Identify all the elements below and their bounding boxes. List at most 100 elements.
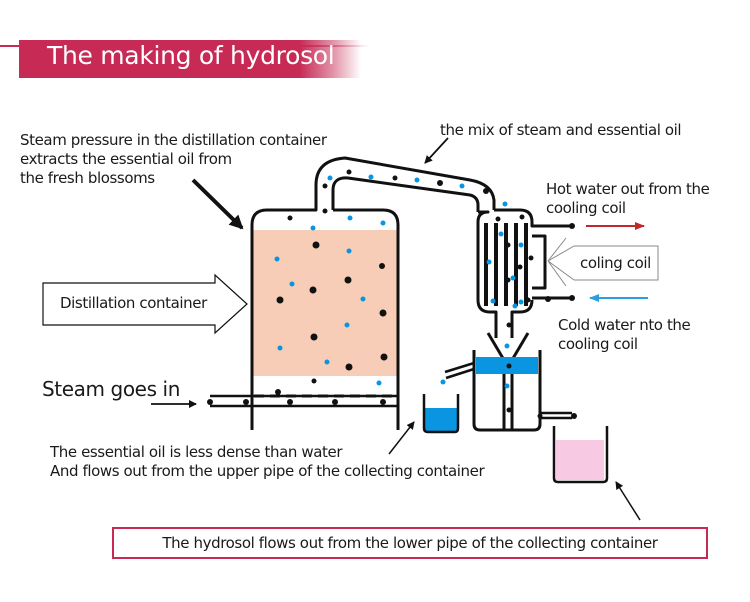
oil-particle [274, 256, 280, 262]
steam-pressure-line-1: Steam pressure in the distillation conta… [20, 131, 327, 149]
steam-particle [517, 264, 523, 270]
hot-water-label: Hot water out from the cooling coil [546, 180, 710, 218]
cooling-coil-label: coling coil [580, 254, 651, 272]
steam-particle [346, 169, 352, 175]
steam-particle [207, 399, 213, 405]
oil-particle [376, 380, 382, 386]
oil-particle [414, 177, 420, 183]
oil-particle [490, 298, 496, 304]
steam-in-label: Steam goes in [42, 377, 180, 401]
steam-particle [483, 188, 489, 194]
steam-particle [437, 180, 443, 186]
oil-particle [346, 248, 352, 254]
hydrosol-outlet-pipe [540, 411, 572, 420]
oil-particle [327, 175, 333, 181]
steam-particle [569, 295, 575, 301]
steam-particle [537, 413, 543, 419]
oil-particle [459, 183, 465, 189]
distillation-label-arrow [42, 273, 248, 335]
steam-particle [495, 216, 501, 222]
hydrosol-note-label: The hydrosol flows out from the lower pi… [162, 534, 658, 552]
steam-particle [322, 183, 328, 189]
oil-beaker [422, 394, 460, 434]
title-banner [19, 40, 361, 78]
steam-pressure-line-3: the fresh blossoms [20, 169, 155, 187]
distillation-container-label: Distillation container [60, 294, 207, 312]
steam-particle [545, 296, 551, 302]
steam-particle [505, 277, 511, 283]
oil-particle [360, 296, 366, 302]
coil-tubes [484, 223, 528, 306]
steam-particle [571, 413, 577, 419]
steam-particle [311, 378, 317, 384]
steam-pressure-label: Steam pressure in the distillation conta… [20, 131, 327, 188]
oil-particle [486, 259, 492, 265]
steam-particle [309, 286, 317, 294]
steam-particle [379, 309, 387, 317]
oil-note-label: The essential oil is less dense than wat… [50, 443, 485, 481]
oil-particle [368, 174, 374, 180]
steam-particle [276, 296, 284, 304]
steam-particle [310, 333, 318, 341]
oil-particle [510, 275, 516, 281]
hydrosol-beaker-liquid [556, 440, 604, 480]
hot-water-line-1: Hot water out from the [546, 180, 710, 198]
hot-water-line-2: cooling coil [546, 199, 626, 217]
steam-particle [322, 208, 328, 214]
oil-particle [289, 281, 295, 287]
coil-callout [547, 237, 659, 287]
cold-water-label: Cold water nto the cooling coil [558, 316, 691, 354]
condenser-body [476, 208, 572, 338]
steam-particle [332, 399, 338, 405]
oil-particle [440, 379, 446, 385]
steam-particle [344, 276, 352, 284]
oil-particle [380, 220, 386, 226]
steam-particle [345, 363, 353, 371]
steam-chamber-fill [252, 230, 398, 376]
steam-particle [506, 322, 512, 328]
steam-particle [380, 353, 388, 361]
oil-particle [344, 322, 350, 328]
steam-particle [243, 399, 249, 405]
oil-particle [310, 225, 316, 231]
steam-particle [392, 175, 398, 181]
hydrosol-note-box: The hydrosol flows out from the lower pi… [112, 527, 708, 559]
steam-particle [287, 399, 293, 405]
steam-particle [506, 407, 512, 413]
funnel [486, 332, 530, 430]
steam-pressure-line-2: extracts the essential oil from [20, 150, 232, 168]
steam-particle [528, 255, 534, 261]
steam-particle [312, 241, 320, 249]
oil-particle [498, 231, 504, 237]
distillation-container [250, 156, 496, 430]
mix-label: the mix of steam and essential oil [440, 121, 682, 139]
mix-arrow [424, 137, 449, 164]
cold-water-line-2: cooling coil [558, 335, 638, 353]
particles [207, 169, 577, 419]
oil-particle [502, 201, 508, 207]
oil-particle [518, 242, 524, 248]
steam-particle [525, 297, 531, 303]
steam-particle [379, 263, 385, 269]
oil-particle [504, 383, 510, 389]
oil-beaker-liquid [425, 408, 457, 431]
oil-particle [512, 303, 518, 309]
oil-particle [518, 299, 524, 305]
steam-particle [505, 242, 511, 248]
steam-pressure-arrow [191, 178, 244, 230]
oil-note-line-1: The essential oil is less dense than wat… [50, 443, 343, 461]
cold-water-line-1: Cold water nto the [558, 316, 691, 334]
oil-particle [504, 343, 510, 349]
oil-particle [277, 345, 283, 351]
oil-outlet-pipe [444, 361, 475, 380]
steam-particle [519, 214, 525, 220]
page-title: The making of hydrosol [47, 41, 335, 70]
hydrosol-beaker [552, 426, 609, 484]
oil-particle [347, 215, 353, 221]
steam-particle [287, 215, 293, 221]
steam-particle [275, 389, 281, 395]
steam-particle [569, 223, 575, 229]
oil-particle [324, 359, 330, 365]
hydrosol-note-arrow [615, 481, 641, 521]
